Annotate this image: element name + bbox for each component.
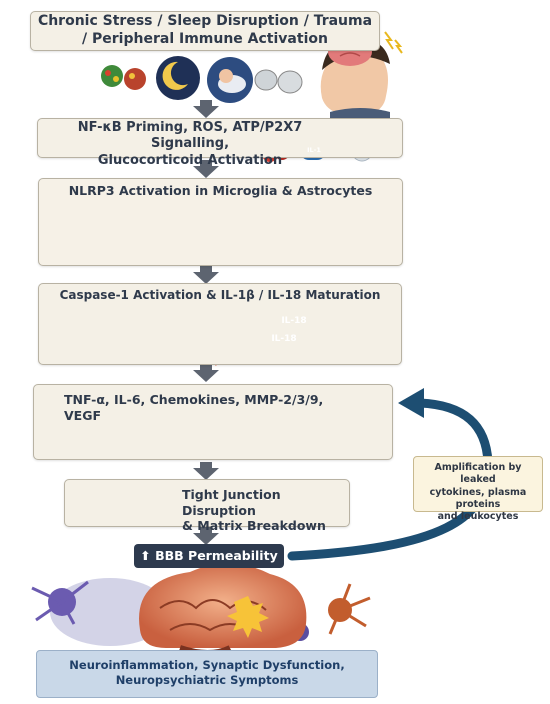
step-2-line-1: NF-κB Priming, ROS, ATP/P2X7 Signalling, <box>77 120 303 152</box>
outcome-line-1: Neuroinflammation, Synaptic Dysfunction, <box>69 658 345 672</box>
stress-icons <box>101 56 303 103</box>
il1-label: IL-1 <box>307 146 321 154</box>
brain-illustration <box>31 563 371 656</box>
step-6-line-1: Tight Junction Disruption <box>182 487 281 518</box>
step-6-label: Tight Junction Disruption & Matrix Break… <box>182 487 352 534</box>
step-1-label: Chronic Stress / Sleep Disruption / Trau… <box>30 13 380 48</box>
down-arrow-6 <box>193 527 219 545</box>
bbb-permeability-label: BBB Permeability <box>155 548 278 563</box>
il18-label-b: IL-18 <box>271 334 297 344</box>
amplification-line-3: and leukocytes <box>437 511 519 523</box>
il18-label-a: IL-18 <box>281 316 307 326</box>
step-2-line-2: Glucocorticoid Activation <box>97 152 283 168</box>
down-arrow-3 <box>193 266 219 284</box>
outcome-box: Neuroinflammation, Synaptic Dysfunction,… <box>36 650 378 698</box>
step-4-box <box>38 283 402 365</box>
down-arrow-5 <box>193 462 219 480</box>
up-arrow-icon: ⬆ <box>140 548 156 563</box>
step-1-line-1: Chronic Stress / Sleep Disruption / Trau… <box>37 13 373 29</box>
step-1-box <box>30 11 380 51</box>
step-1-line-2: / Peripheral Immune Activation <box>82 30 328 47</box>
step-2-box <box>37 118 403 158</box>
amplification-line-1: Amplification by leaked <box>434 462 522 486</box>
step-4-label: Caspase-1 Activation & IL-1β / IL-18 Mat… <box>59 288 381 302</box>
step-6-line-2: & Matrix Breakdown <box>182 518 326 534</box>
amplification-line-2: cytokines, plasma proteins <box>429 486 527 511</box>
step-6-box <box>64 479 350 527</box>
bbb-permeability-badge: ⬆ BBB Permeability <box>134 544 284 568</box>
amplification-note: Amplification by leaked cytokines, plasm… <box>413 456 543 522</box>
down-arrow-2 <box>193 160 219 178</box>
step-2-label: NF-κB Priming, ROS, ATP/P2X7 Signalling,… <box>40 120 340 169</box>
step-3-label: NLRP3 Activation in Microglia & Astrocyt… <box>68 183 373 198</box>
step-5-box <box>33 384 393 460</box>
down-arrow-4 <box>193 364 219 382</box>
outcome-line-2: Neuropsychiatric Symptoms <box>115 672 299 687</box>
step-5-label: TNF-α, IL-6, Chemokines, MMP-2/3/9, VEGF <box>64 392 324 423</box>
feedback-arrowhead <box>398 388 424 418</box>
step-3-box <box>38 178 403 266</box>
down-arrow-1 <box>193 100 219 118</box>
